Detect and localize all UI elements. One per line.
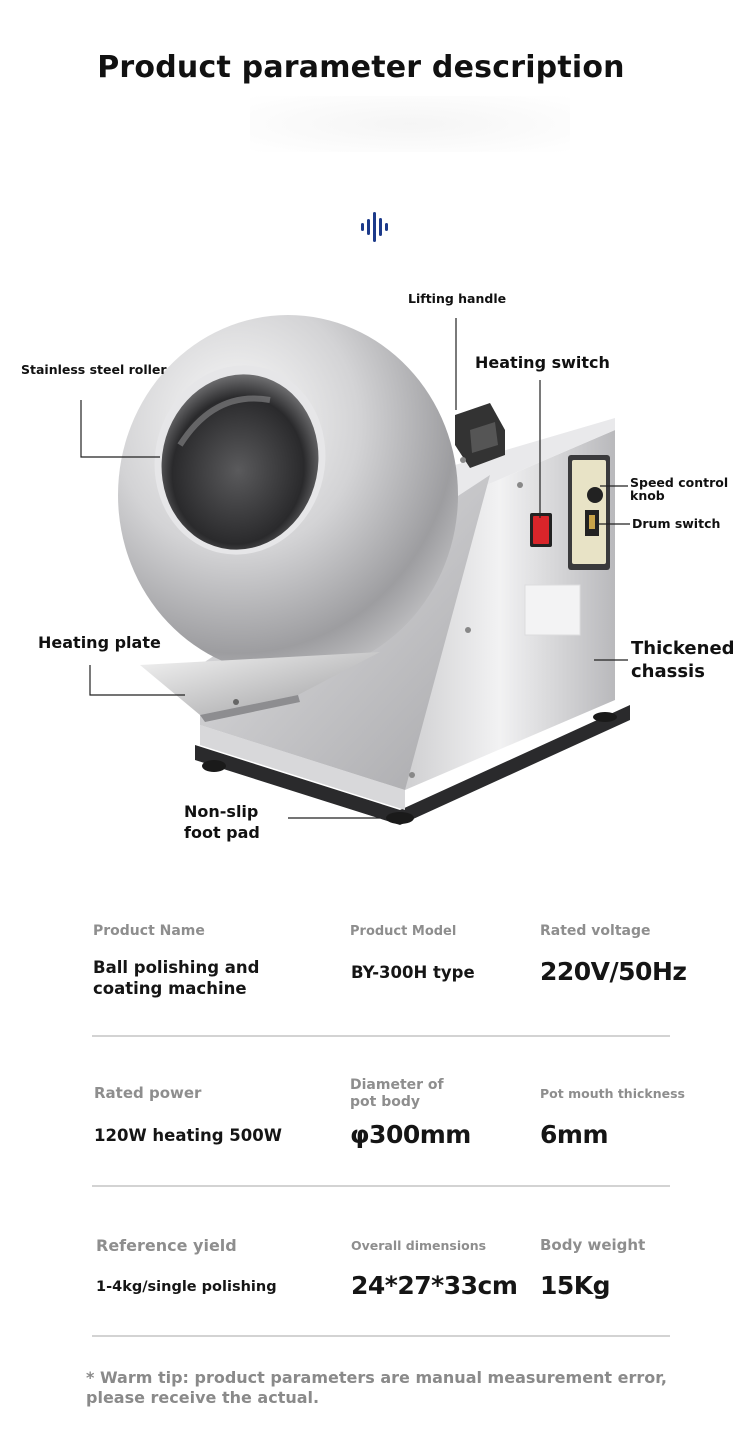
- spec-value-pot-diameter: φ300mm: [350, 1120, 471, 1149]
- warm-tip-note: * Warm tip: product parameters are manua…: [86, 1368, 667, 1407]
- callout-foot-pad: Non-slip foot pad: [184, 802, 260, 842]
- sound-wave-icon: [361, 212, 388, 242]
- title-shadow-decoration: [250, 96, 570, 152]
- callout-heating-switch: Heating switch: [475, 353, 610, 372]
- spec-label-product-name: Product Name: [93, 923, 205, 939]
- spec-label-reference-yield: Reference yield: [96, 1236, 237, 1255]
- row-divider: [92, 1035, 670, 1037]
- machine-illustration: [80, 315, 630, 825]
- spec-label-rated-power: Rated power: [94, 1084, 202, 1102]
- spec-value-body-weight: 15Kg: [540, 1271, 611, 1300]
- callout-heating-plate: Heating plate: [38, 633, 161, 652]
- callout-drum-switch: Drum switch: [632, 516, 721, 531]
- callout-thickened-chassis: Thickened chassis: [631, 638, 735, 682]
- spec-label-product-model: Product Model: [350, 924, 457, 939]
- callout-stainless-roller: Stainless steel roller: [21, 362, 167, 377]
- row-divider: [92, 1185, 670, 1187]
- spec-value-reference-yield: 1-4kg/single polishing: [96, 1279, 277, 1295]
- spec-label-pot-mouth-thickness: Pot mouth thickness: [540, 1086, 685, 1101]
- spec-label-rated-voltage: Rated voltage: [540, 923, 651, 939]
- row-divider: [92, 1335, 670, 1337]
- spec-label-body-weight: Body weight: [540, 1236, 646, 1254]
- page-title: Product parameter description: [97, 50, 625, 85]
- spec-row: Product Name Ball polishing and coating …: [0, 915, 750, 1065]
- product-diagram: Lifting handle Stainless steel roller He…: [0, 270, 750, 870]
- spec-value-pot-mouth-thickness: 6mm: [540, 1120, 609, 1149]
- spec-row: Rated power 120W heating 500W Diameter o…: [0, 1065, 750, 1215]
- spec-value-product-name: Ball polishing and coating machine: [93, 958, 260, 998]
- spec-value-rated-voltage: 220V/50Hz: [540, 957, 687, 986]
- spec-label-pot-diameter: Diameter of pot body: [350, 1077, 444, 1110]
- spec-value-rated-power: 120W heating 500W: [94, 1126, 282, 1145]
- spec-table: Product Name Ball polishing and coating …: [0, 915, 750, 1365]
- spec-label-overall-dimensions: Overall dimensions: [351, 1238, 487, 1253]
- callout-lifting-handle: Lifting handle: [408, 291, 507, 306]
- callout-speed-knob: Speed control knob: [630, 475, 729, 503]
- spec-value-overall-dimensions: 24*27*33cm: [351, 1271, 518, 1300]
- spec-value-product-model: BY-300H type: [351, 963, 475, 982]
- spec-row: Reference yield 1-4kg/single polishing O…: [0, 1215, 750, 1365]
